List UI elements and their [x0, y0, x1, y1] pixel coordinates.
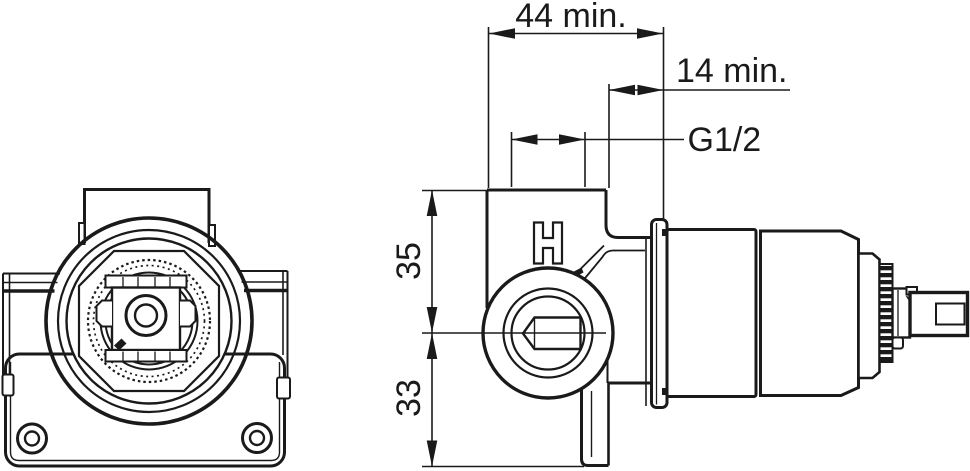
side-view — [422, 188, 970, 467]
spindle-shaft — [908, 290, 970, 338]
knurled-ring-outer — [86, 258, 212, 384]
front-housing — [83, 188, 211, 243]
bracket-right — [276, 271, 291, 400]
front-wing-left — [3, 272, 60, 293]
dimensions: 44 min. 14 min. G1/2 35 — [390, 0, 790, 468]
stem-tab-right — [180, 299, 197, 328]
front-view — [1, 188, 291, 468]
knurl-mark — [114, 338, 127, 351]
cartridge-cylinder-2 — [759, 229, 860, 397]
dim-g12: G1/2 — [510, 121, 762, 187]
outer-ring — [44, 216, 254, 426]
bracket-left — [1, 273, 15, 397]
screw-hole-left-inner — [23, 430, 41, 447]
strut-line-2 — [582, 249, 645, 281]
dim-33-label: 33 — [390, 379, 428, 417]
valve-stem — [95, 274, 197, 363]
dim-35-label: 35 — [390, 242, 428, 280]
mounting-plate-inner-edge — [9, 362, 281, 462]
dim-44min-label: 44 min. — [515, 0, 627, 35]
dim-14min: 14 min. — [608, 52, 790, 188]
screw-hole-right — [241, 422, 273, 454]
dim-35-33: 35 33 — [390, 189, 584, 468]
middle-ring — [56, 228, 242, 414]
hot-marking — [532, 221, 564, 265]
screw-hole-right-inner — [248, 429, 266, 447]
screw-hole-left — [16, 422, 48, 455]
flange-tick-top — [662, 229, 668, 236]
thread-label: G1/2 — [688, 121, 762, 159]
flange-tick-bottom — [662, 388, 668, 395]
knurled-adjuster — [878, 263, 894, 363]
dim-14min-label: 14 min. — [676, 52, 788, 90]
side-body-right — [604, 190, 652, 239]
cartridge-step — [857, 252, 881, 380]
spindle-bore — [935, 302, 966, 326]
cartridge-cylinder-1 — [665, 228, 758, 398]
side-leg — [580, 383, 610, 467]
dim-44min: 44 min. — [487, 0, 665, 219]
wall-flange — [650, 218, 669, 409]
stem-tab-left — [95, 299, 112, 328]
front-wing-right — [238, 270, 288, 293]
spindle — [891, 286, 970, 350]
knurled-ring-inner — [92, 264, 206, 378]
